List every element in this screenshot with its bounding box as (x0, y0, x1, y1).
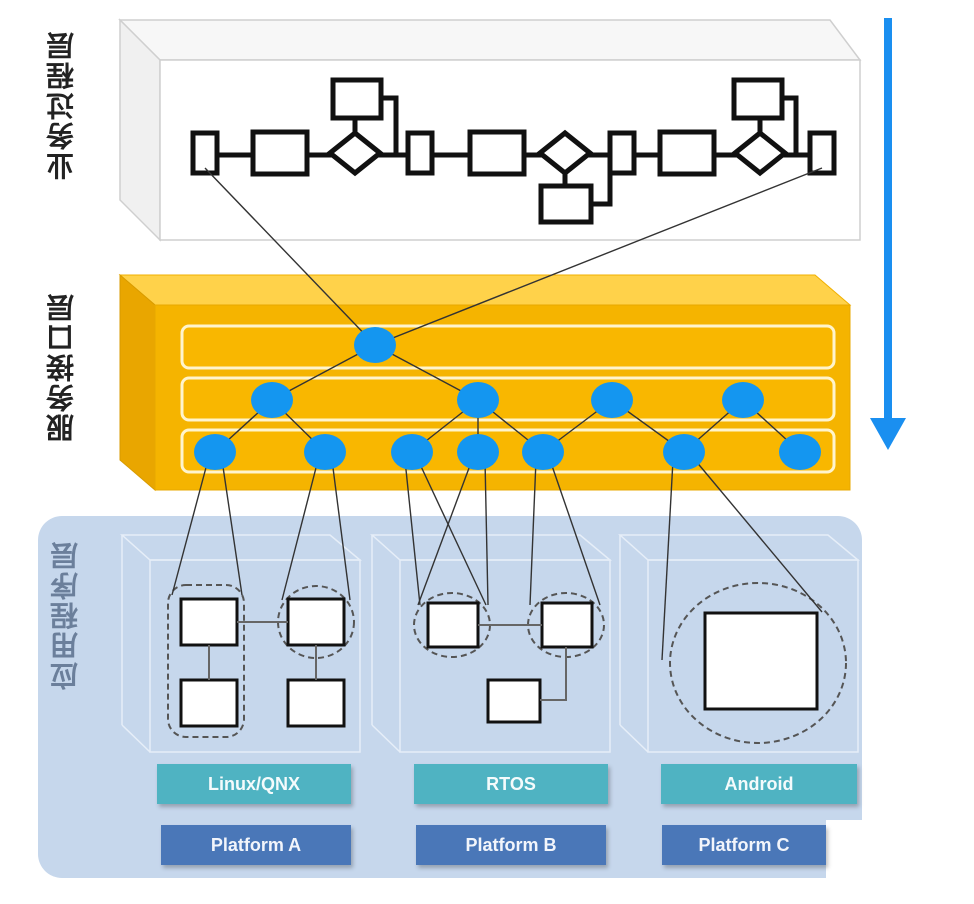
platform-boxes (120, 534, 861, 753)
service-node (457, 434, 499, 470)
platform-label-a: Platform A (161, 825, 351, 865)
decision-node (730, 129, 790, 177)
platform-label-b: Platform B (416, 825, 606, 865)
process-step (405, 130, 435, 176)
platform-label-c: Platform C (662, 825, 826, 865)
process-step (190, 130, 220, 176)
service-node (663, 434, 705, 470)
service-node (522, 434, 564, 470)
service-node (779, 434, 821, 470)
service-node (457, 382, 499, 418)
service-node (251, 382, 293, 418)
process-step (467, 129, 527, 177)
business-layer-label: 业务过程层 (45, 30, 78, 180)
process-step (807, 130, 837, 176)
process-step (607, 130, 637, 176)
service-node (391, 434, 433, 470)
app-module (179, 678, 239, 728)
process-step (330, 77, 384, 121)
process-step (657, 129, 717, 177)
app-components (167, 582, 847, 744)
process-step (538, 183, 594, 225)
service-node (304, 434, 346, 470)
service-node (591, 382, 633, 418)
down-arrow-icon (870, 18, 906, 450)
app-module (486, 678, 542, 724)
os-label-b: RTOS (414, 764, 608, 804)
service-node (194, 434, 236, 470)
process-step (731, 77, 785, 121)
process-step (250, 129, 310, 177)
os-label-a: Linux/QNX (157, 764, 351, 804)
application-layer-label: 应用程序层 (49, 540, 82, 690)
decision-node (325, 129, 385, 177)
service-node (722, 382, 764, 418)
business-process-flow (190, 77, 837, 225)
app-module (703, 611, 819, 711)
app-module (179, 597, 239, 647)
service-node (354, 327, 396, 363)
service-layer-label: 服务接口层 (45, 292, 78, 442)
app-module (286, 597, 346, 647)
app-module (540, 601, 594, 649)
os-label-c: Android (661, 764, 857, 804)
service-nodes (194, 327, 821, 470)
app-module (286, 678, 346, 728)
app-module (426, 601, 480, 649)
